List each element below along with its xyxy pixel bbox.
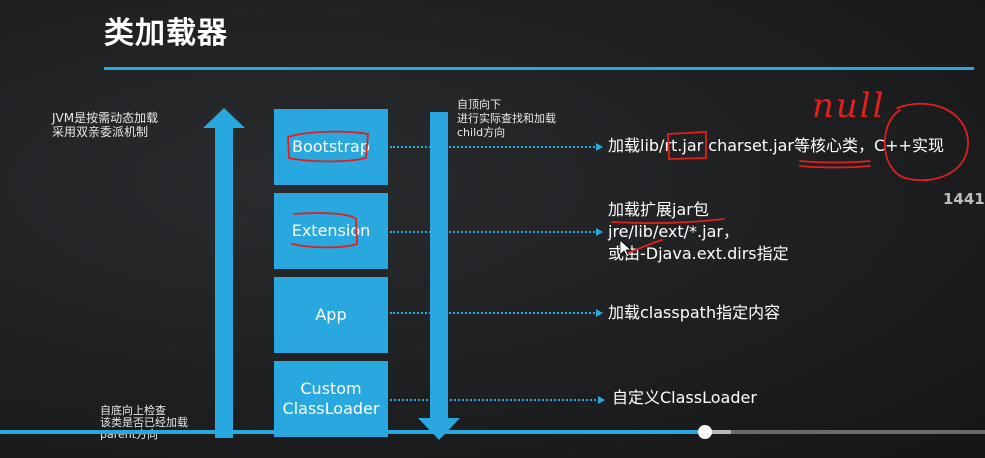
- jvm-note: JVM是按需动态加载 采用双亲委派机制: [52, 111, 159, 139]
- extension-connector: [390, 231, 598, 233]
- arrow-up-icon: [203, 108, 245, 438]
- custom-label-line2: ClassLoader: [282, 399, 380, 418]
- app-connector-head: [596, 309, 603, 317]
- bootstrap-label: Bootstrap: [292, 137, 370, 156]
- app-label: App: [315, 305, 347, 324]
- app-desc: 加载classpath指定内容: [608, 303, 781, 322]
- extension-connector-head: [596, 228, 603, 236]
- progress-scrubber-handle[interactable]: [698, 425, 713, 439]
- bootstrap-loader-box: Bootstrap: [274, 109, 388, 185]
- bootstrap-desc: 加载lib/rt.jar charset.jar等核心类，C++实现: [608, 136, 944, 155]
- custom-label-line1: Custom: [300, 379, 362, 398]
- watermark-number: 1441: [943, 190, 985, 208]
- extension-loader-box: Extension: [274, 193, 388, 269]
- custom-connector-head: [598, 396, 605, 404]
- app-connector: [390, 312, 598, 314]
- bottom-up-note: 自底向上检查 该类是否已经加载 parent方向: [100, 404, 188, 441]
- custom-desc: 自定义ClassLoader: [612, 388, 757, 407]
- bootstrap-connector: [390, 146, 598, 148]
- top-down-note: 自顶向下 进行实际查找和加载 child方向: [457, 98, 556, 139]
- custom-connector: [390, 399, 600, 401]
- app-loader-box: App: [274, 277, 388, 353]
- video-progress-bar[interactable]: [0, 430, 985, 434]
- null-annotation: null: [812, 86, 886, 126]
- bootstrap-connector-head: [596, 143, 603, 151]
- title-underline: [104, 67, 974, 70]
- custom-loader-box: Custom ClassLoader: [274, 361, 388, 437]
- mouse-cursor-icon: [620, 240, 632, 258]
- played-range: [0, 430, 706, 434]
- extension-desc: 加载扩展jar包 jre/lib/ext/*.jar， 或由-Djava.ext…: [608, 200, 789, 263]
- slide-title: 类加载器: [104, 16, 228, 51]
- extension-label: Extension: [291, 221, 371, 240]
- arrow-down-icon: [418, 112, 460, 440]
- buffered-range: [705, 430, 731, 434]
